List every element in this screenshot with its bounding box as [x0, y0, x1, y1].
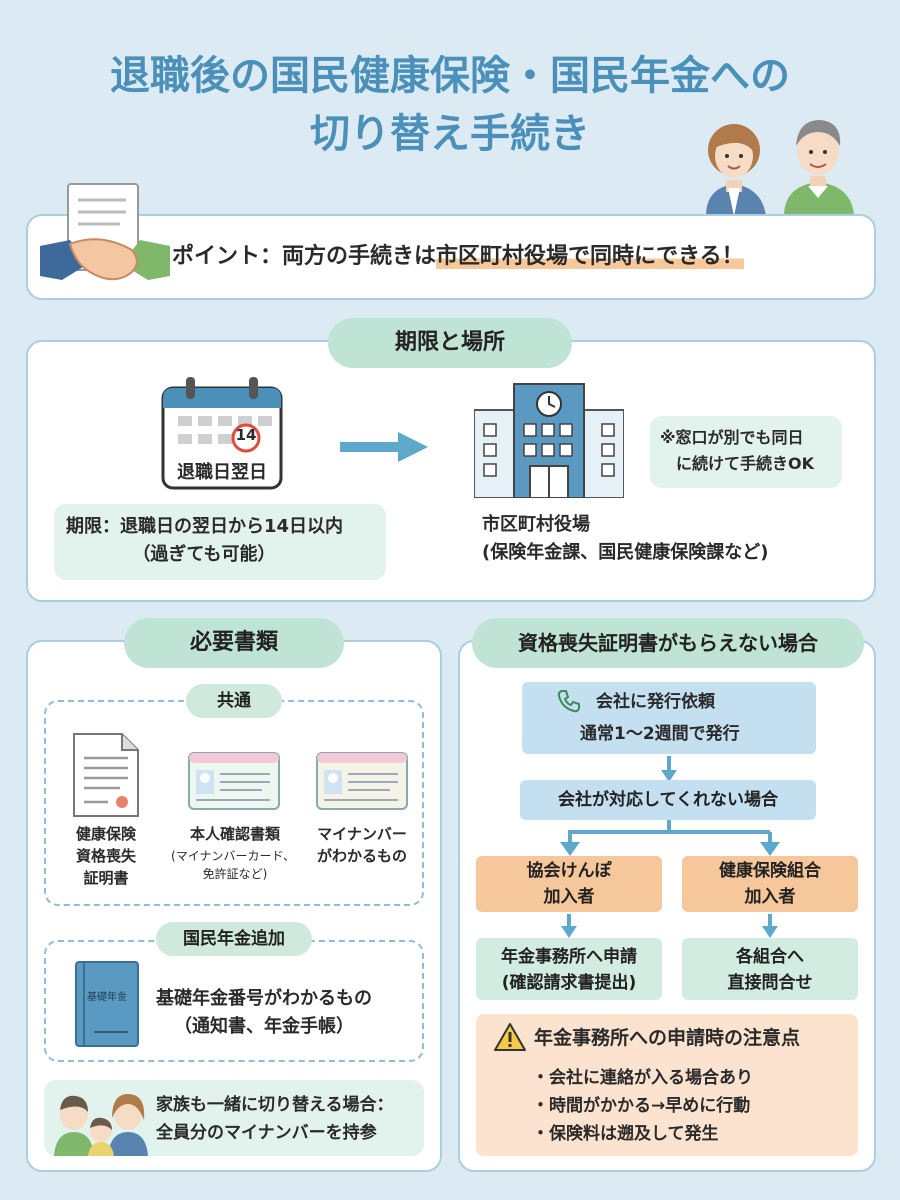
- doc-2-line1: 本人確認書類: [189, 825, 280, 843]
- caution-box: [476, 1014, 858, 1156]
- pension-office-line2: (確認請求書提出): [501, 973, 637, 993]
- point-text: ポイント：両方の手続きは市区町村役場で同時にできる！: [172, 240, 744, 274]
- calendar-label: 退職日翌日: [177, 462, 267, 483]
- arrow-down-right-icon: [760, 832, 780, 856]
- city-hall-building-icon: [474, 383, 624, 498]
- id-card-icon: [188, 752, 280, 810]
- doc-2-sub2: 免許証など): [202, 867, 268, 881]
- calendar-icon: [161, 377, 283, 490]
- page-title-line2: 切り替え手続き: [310, 111, 590, 157]
- caution-heading: 年金事務所への申請時の注意点: [534, 1027, 801, 1049]
- certificate-document-icon: [73, 733, 139, 817]
- couple-illustration-icon: [706, 120, 854, 216]
- request-line2: 通常1〜2週間で発行: [580, 724, 740, 744]
- family-box: [44, 1080, 424, 1156]
- doc-1-line3: 証明書: [83, 869, 129, 887]
- arrow-down-left-icon: [560, 832, 580, 856]
- request-line1: 会社に発行依頼: [596, 692, 715, 712]
- deadline-line2: （過ぎても可能）: [132, 544, 276, 565]
- page-title-line1: 退職後の国民健康保険・国民年金への: [110, 53, 790, 99]
- warning-icon: [494, 1023, 526, 1051]
- union-inquiry-box: 各組合へ 直接問合せ: [682, 938, 858, 1000]
- pension-line1: 基礎年金番号がわかるもの: [156, 988, 372, 1009]
- union-line1: 各組合へ: [736, 947, 804, 967]
- branch-line: [568, 830, 770, 834]
- arrow-down-icon: [661, 756, 677, 782]
- not-respond-box: 会社が対応してくれない場合: [520, 780, 816, 820]
- union-line2: 直接問合せ: [727, 973, 813, 993]
- calendar-number: 14: [235, 426, 257, 444]
- kyokai-line2: 加入者: [543, 887, 595, 907]
- caution-item-2: ・時間がかかる→早めに行動: [532, 1096, 751, 1116]
- family-line1: 家族も一緒に切り替える場合：: [156, 1095, 394, 1115]
- pension-line2: （通知書、年金手帳）: [174, 1016, 354, 1037]
- family-icon: [54, 1094, 148, 1156]
- common-heading: 共通: [186, 684, 282, 718]
- point-text-highlight: 市区町村役場で同時にできる！: [436, 244, 744, 269]
- office-line2: (保険年金課、国民健康保険課など): [482, 542, 769, 563]
- pension-book-icon: [75, 961, 139, 1047]
- deadline-box: [54, 504, 386, 580]
- office-line1: 市区町村役場: [482, 514, 590, 535]
- caution-item-1: ・会社に連絡が入る場合あり: [532, 1068, 753, 1088]
- doc-3-line2: がわかるもの: [316, 847, 407, 865]
- kumiai-line2: 加入者: [744, 887, 796, 907]
- arrow-down-icon-2: [561, 914, 577, 938]
- doc-2-sub1: (マイナンバーカード、: [171, 849, 295, 863]
- doc-1-line2: 資格喪失: [75, 847, 136, 865]
- note-box: [650, 416, 842, 488]
- no-certificate-heading: 資格喪失証明書がもらえない場合: [472, 618, 864, 668]
- deadline-heading: 期限と場所: [328, 318, 572, 368]
- pension-book-label: 基礎年金: [87, 992, 127, 1003]
- request-box: [522, 682, 816, 754]
- note-line1: ※窓口が別でも同日: [660, 428, 804, 447]
- doc-1-line1: 健康保険: [75, 825, 136, 843]
- pension-office-box: 年金事務所へ申請 (確認請求書提出): [476, 938, 662, 1000]
- arrow-down-icon-3: [762, 914, 778, 938]
- caution-item-3: ・保険料は遡及して発生: [532, 1124, 719, 1144]
- doc-3-line1: マイナンバー: [317, 825, 407, 843]
- handshake-icon: [40, 183, 170, 281]
- arrow-right-icon: [340, 432, 428, 462]
- deadline-line1: 期限：退職日の翌日から14日以内: [66, 516, 344, 537]
- pension-office-line1: 年金事務所へ申請: [501, 947, 637, 967]
- point-label: ポイント：: [172, 244, 283, 269]
- phone-icon: [557, 690, 580, 713]
- family-line2: 全員分のマイナンバーを持参: [156, 1123, 377, 1143]
- kenko-kumiai-box: 健康保険組合 加入者: [682, 856, 858, 912]
- note-line2: に続けて手続きOK: [676, 454, 815, 473]
- kyokai-line1: 協会けんぽ: [526, 861, 612, 881]
- branch-stem: [667, 820, 671, 832]
- kumiai-line1: 健康保険組合: [719, 861, 821, 881]
- pension-heading: 国民年金追加: [156, 922, 312, 956]
- kyokai-kenpo-box: 協会けんぽ 加入者: [476, 856, 662, 912]
- mynumber-card-icon: [316, 752, 408, 810]
- point-text-plain: 両方の手続きは: [282, 244, 437, 269]
- documents-heading: 必要書類: [124, 618, 344, 668]
